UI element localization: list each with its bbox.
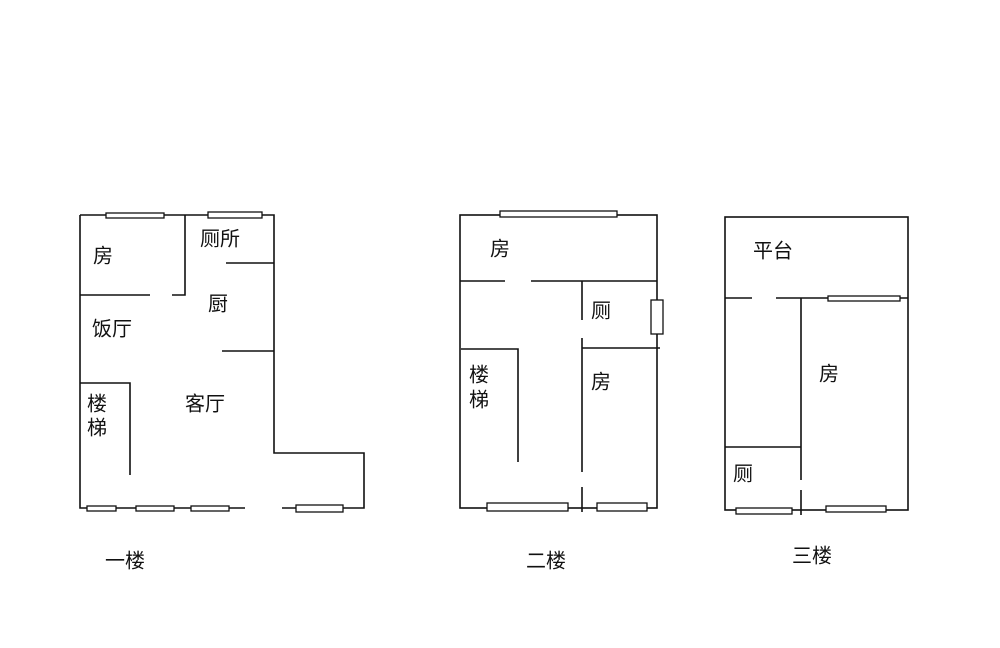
room-label-stairs: 梯 — [469, 388, 489, 412]
window — [499, 210, 618, 218]
room-label-stairs: 楼 — [87, 392, 107, 416]
floor-1-stair-walls — [80, 382, 131, 475]
room-label-toilet: 厕 — [733, 462, 753, 486]
floor-2-stair-walls — [461, 348, 519, 462]
room-label-toilet: 厕所 — [200, 227, 240, 251]
floor-1-plan: 房 厕所 厨 饭厅 楼 梯 客厅 一楼 — [79, 211, 365, 573]
room-label-living: 客厅 — [185, 392, 225, 416]
floor-3-title: 三楼 — [792, 544, 832, 568]
window — [596, 502, 648, 512]
room-label-dining: 饭厅 — [92, 317, 132, 341]
floor-2-title: 二楼 — [526, 549, 566, 573]
window — [86, 505, 117, 512]
floor-1-title: 一楼 — [105, 549, 145, 573]
window — [135, 505, 175, 512]
floor-2-inner-walls — [460, 280, 660, 512]
window — [486, 502, 569, 512]
room-label-bedroom: 房 — [591, 370, 611, 394]
window — [650, 299, 664, 335]
window — [105, 212, 165, 219]
room-label-stairs: 楼 — [469, 363, 489, 387]
window — [295, 504, 344, 513]
room-label-toilet: 厕 — [591, 299, 611, 323]
floor-1-walls — [79, 214, 365, 509]
window — [825, 505, 887, 513]
room-label-bedroom: 房 — [819, 362, 839, 386]
floor-3-walls — [724, 216, 909, 511]
floor-1-bedroom-walls — [80, 215, 186, 296]
room-label-kitchen: 厨 — [208, 292, 228, 316]
room-label-stairs: 梯 — [87, 416, 107, 440]
window — [827, 295, 901, 302]
window — [735, 507, 793, 515]
window — [190, 505, 230, 512]
room-label-terrace: 平台 — [753, 239, 793, 263]
room-label-bedroom: 房 — [93, 244, 113, 268]
floor-2-plan: 房 厕 楼 梯 房 二楼 — [459, 210, 664, 573]
floor-1-kitchen-walls — [222, 262, 274, 352]
window — [207, 211, 263, 219]
room-label-bedroom: 房 — [490, 237, 510, 261]
floor-3-plan: 平台 房 厕 三楼 — [724, 216, 909, 568]
